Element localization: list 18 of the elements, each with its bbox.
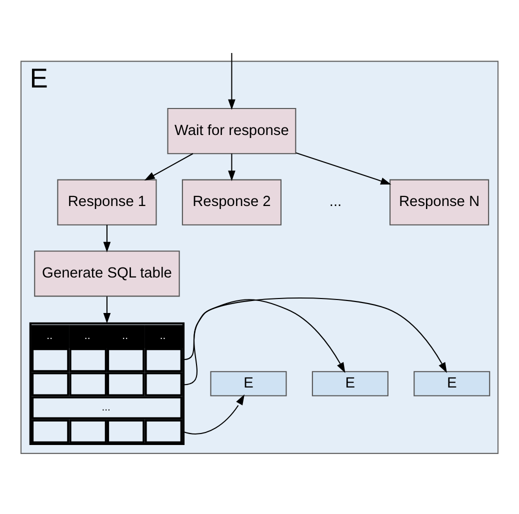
arrow xyxy=(103,296,111,324)
node-box: Generate SQL table xyxy=(34,250,180,297)
node-box: E xyxy=(210,371,287,396)
node-box: E xyxy=(414,371,490,396)
arrow xyxy=(183,299,346,386)
arrow xyxy=(103,224,111,252)
arrow xyxy=(296,152,392,185)
node-box: E xyxy=(312,371,388,396)
node-box: Wait for response xyxy=(167,108,296,154)
arrow xyxy=(183,297,447,373)
arrow xyxy=(183,394,244,434)
arrow xyxy=(144,153,194,181)
arrow xyxy=(228,154,236,182)
node-box: Response 1 xyxy=(57,179,157,226)
node-box: Response 2 xyxy=(182,179,282,226)
node-box: Response N xyxy=(390,179,490,226)
label: ... xyxy=(329,194,342,210)
arrow xyxy=(228,53,236,110)
